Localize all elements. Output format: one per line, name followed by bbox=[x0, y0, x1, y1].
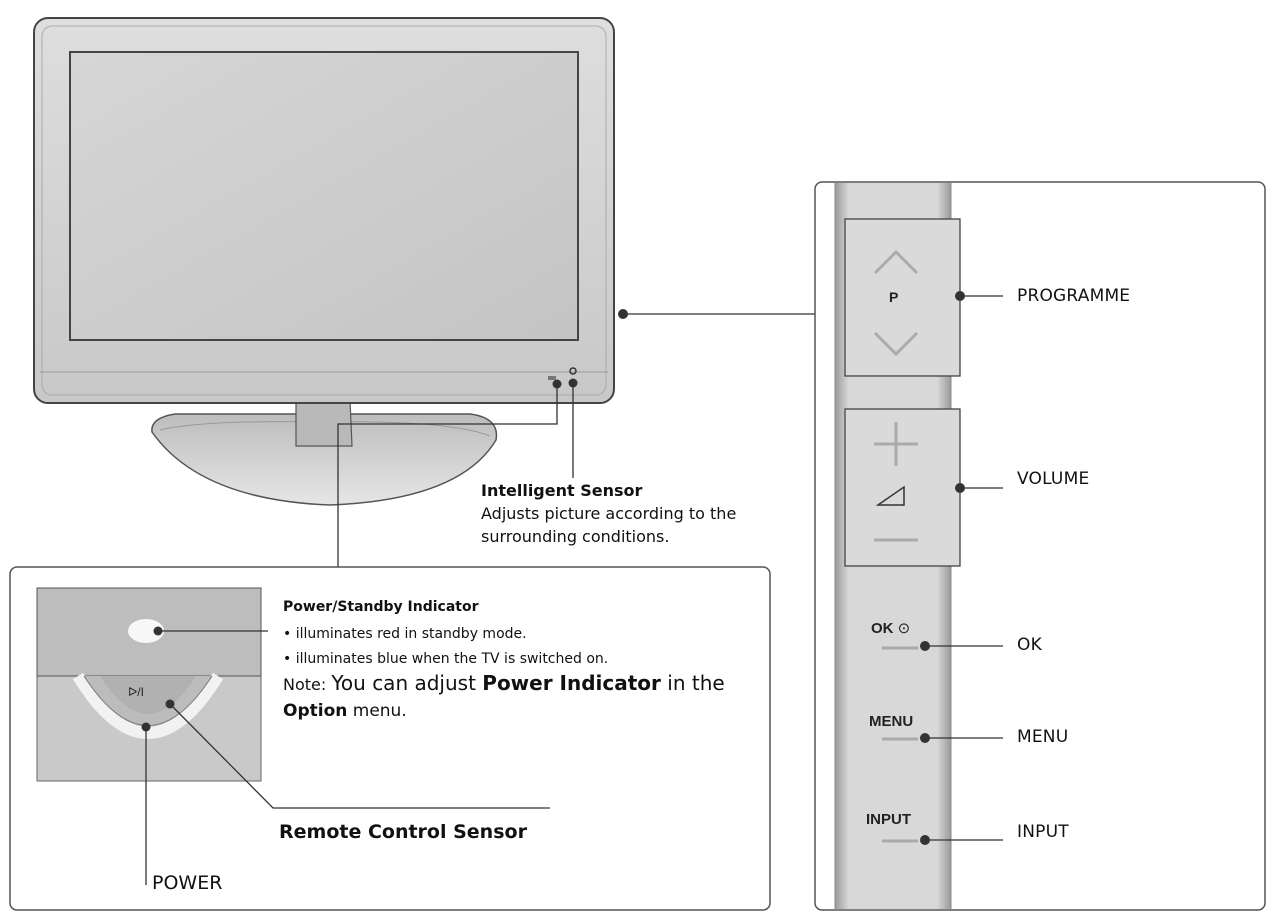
indicator-bullet-red: • illuminates red in standby mode. bbox=[283, 626, 527, 642]
programme-up-icon bbox=[873, 249, 919, 275]
programme-label: PROGRAMME bbox=[1017, 286, 1131, 306]
menu-label: MENU bbox=[1017, 727, 1069, 747]
indicator-title: Power/Standby Indicator bbox=[283, 599, 479, 615]
ok-key-text: OK bbox=[871, 620, 894, 637]
programme-control bbox=[844, 218, 1003, 377]
note-power-indicator: Power Indicator bbox=[482, 671, 661, 695]
power-label: POWER bbox=[152, 872, 223, 894]
ok-key-label: OK ⊙ bbox=[871, 620, 910, 638]
standby-indicator-light bbox=[128, 619, 164, 643]
programme-down-icon bbox=[873, 331, 919, 357]
side-panel-box bbox=[814, 181, 1266, 911]
tv-stand-neck bbox=[295, 399, 353, 447]
panel-button-leaders bbox=[882, 641, 1003, 845]
indicator-note: Note: You can adjust Power Indicator in … bbox=[283, 671, 763, 724]
power-button-symbol: ᐅ/I bbox=[128, 685, 144, 699]
programme-key-label: P bbox=[889, 289, 899, 305]
volume-level-icon bbox=[875, 485, 905, 506]
front-detail-leaders bbox=[141, 626, 550, 885]
input-key-label: INPUT bbox=[866, 811, 911, 828]
input-label: INPUT bbox=[1017, 822, 1069, 842]
note-prefix: Note: bbox=[283, 675, 332, 694]
tv-leader-lines bbox=[337, 309, 815, 567]
tv-screen bbox=[69, 51, 579, 341]
note-option: Option bbox=[283, 701, 348, 721]
power-indicator-small bbox=[548, 376, 556, 380]
note-text-b: in the bbox=[660, 671, 725, 695]
front-detail-box bbox=[9, 566, 771, 911]
ok-label: OK bbox=[1017, 635, 1042, 655]
intelligent-sensor-desc-2: surrounding conditions. bbox=[481, 527, 670, 546]
intelligent-sensor-icon bbox=[569, 367, 577, 375]
indicator-bullet-blue: • illuminates blue when the TV is switch… bbox=[283, 651, 609, 667]
remote-control-sensor-label: Remote Control Sensor bbox=[279, 821, 527, 843]
note-text-c: menu. bbox=[347, 701, 407, 721]
note-text-a: You can adjust bbox=[331, 671, 483, 695]
front-panel-closeup bbox=[36, 587, 262, 782]
menu-key-label: MENU bbox=[869, 713, 914, 730]
volume-label: VOLUME bbox=[1017, 469, 1090, 489]
volume-control bbox=[844, 408, 1003, 567]
ok-key-symbol: ⊙ bbox=[897, 620, 911, 637]
tv-illustration bbox=[33, 17, 615, 506]
intelligent-sensor-desc-1: Adjusts picture according to the bbox=[481, 504, 737, 523]
tv-stand-base bbox=[151, 413, 498, 506]
intelligent-sensor-title: Intelligent Sensor bbox=[481, 481, 643, 500]
